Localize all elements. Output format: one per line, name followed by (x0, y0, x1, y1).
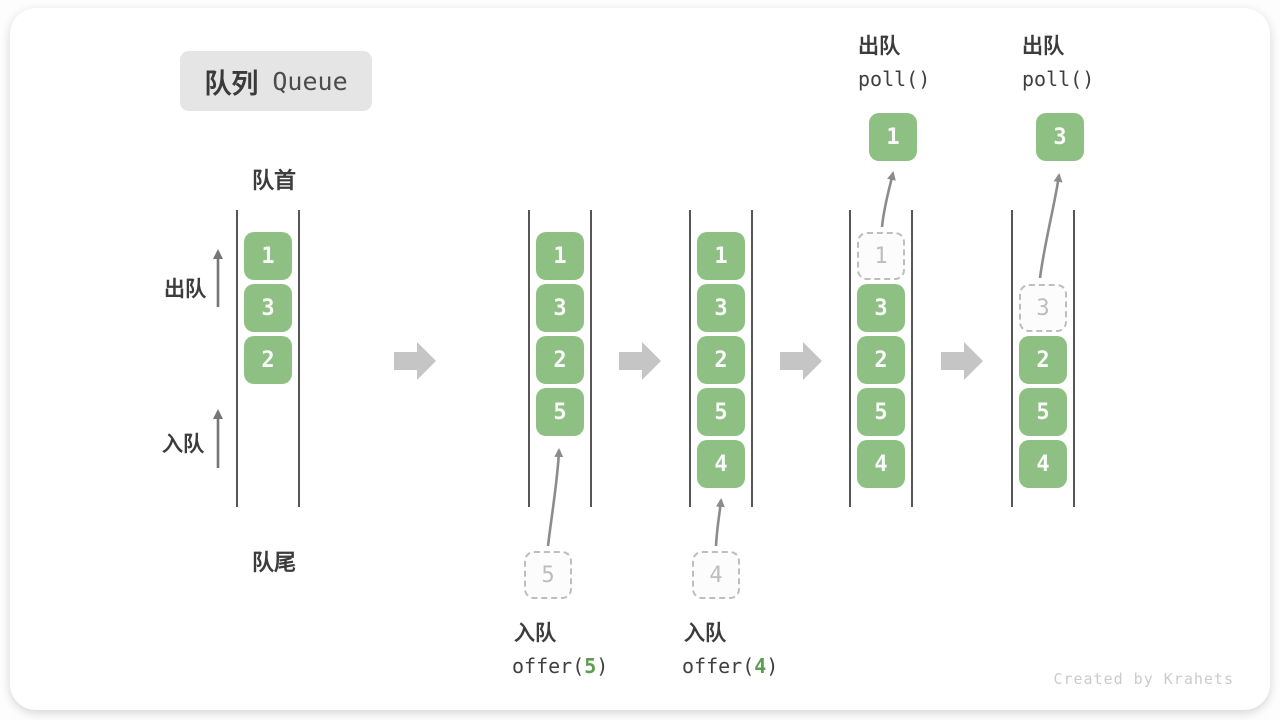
offer-arg-value: 5 (584, 654, 597, 678)
dequeue-result-cell: 1 (869, 113, 917, 161)
offer-op-label-zh: 入队 (514, 622, 556, 645)
enqueue-side-label: 入队 (162, 433, 204, 456)
queue-diagram-card: 队列 Queue 队首 队尾 出队 入队 Created by Krahets … (10, 8, 1270, 710)
queue-wall-right (1073, 210, 1075, 507)
right-block-arrow-icon (780, 342, 822, 380)
queue-wall-left (1011, 210, 1013, 507)
offer-op-label-code: offer(4) (682, 654, 778, 678)
queue-cell-dequeued: 1 (857, 232, 905, 280)
queue-cell: 2 (1019, 336, 1067, 384)
poll-op-label-zh: 出队 (858, 35, 900, 58)
queue-cell-dequeued: 3 (1019, 284, 1067, 332)
queue-cell: 1 (536, 232, 584, 280)
offer-op-label-code: offer(5) (512, 654, 608, 678)
queue-cell: 5 (857, 388, 905, 436)
queue-cell: 2 (244, 336, 292, 384)
right-block-arrow-icon (394, 342, 436, 380)
queue-wall-right (298, 210, 300, 507)
queue-cell: 4 (1019, 440, 1067, 488)
queue-wall-right (911, 210, 913, 507)
footer-credit: Created by Krahets (1053, 670, 1234, 688)
queue-cell: 2 (857, 336, 905, 384)
queue-cell: 3 (244, 284, 292, 332)
queue-cell: 4 (857, 440, 905, 488)
queue-cell: 3 (536, 284, 584, 332)
offer-code-text: ) (596, 654, 609, 678)
offer-op-label-zh: 入队 (684, 622, 726, 645)
queue-wall-left (528, 210, 530, 507)
queue-cell: 1 (697, 232, 745, 280)
enqueue-pending-cell: 5 (524, 551, 572, 599)
dequeue-result-cell: 3 (1036, 113, 1084, 161)
queue-wall-left (236, 210, 238, 507)
queue-cell: 5 (697, 388, 745, 436)
queue-cell: 5 (1019, 388, 1067, 436)
right-block-arrow-icon (619, 342, 661, 380)
dequeue-flow-arrow-icon (1038, 173, 1063, 279)
poll-op-label-zh: 出队 (1022, 35, 1064, 58)
queue-wall-left (689, 210, 691, 507)
poll-op-label-code: poll() (858, 67, 931, 91)
enqueue-flow-arrow-icon (714, 498, 725, 547)
title-zh: 队列 (204, 68, 259, 99)
queue-wall-right (751, 210, 753, 507)
queue-wall-left (849, 210, 851, 507)
queue-cell: 4 (697, 440, 745, 488)
dequeue-side-label: 出队 (164, 278, 206, 301)
title-box: 队列 Queue (180, 51, 372, 111)
title-en: Queue (272, 66, 348, 96)
dequeue-flow-arrow-icon (880, 171, 896, 228)
queue-cell: 2 (536, 336, 584, 384)
enqueue-pending-cell: 4 (692, 551, 740, 599)
enqueue-flow-arrow-icon (546, 448, 564, 547)
queue-cell: 3 (857, 284, 905, 332)
poll-op-label-code: poll() (1022, 67, 1095, 91)
queue-front-label: 队首 (252, 168, 297, 193)
offer-code-text: offer( (512, 654, 585, 678)
right-block-arrow-icon (941, 342, 983, 380)
offer-arg-value: 4 (754, 654, 767, 678)
queue-cell: 2 (697, 336, 745, 384)
arrows-overlay (213, 171, 1063, 547)
queue-wall-right (590, 210, 592, 507)
queue-rear-label: 队尾 (252, 550, 297, 575)
queue-cell: 3 (697, 284, 745, 332)
offer-code-text: offer( (682, 654, 755, 678)
queue-cell: 5 (536, 388, 584, 436)
queue-cell: 1 (244, 232, 292, 280)
offer-code-text: ) (766, 654, 779, 678)
